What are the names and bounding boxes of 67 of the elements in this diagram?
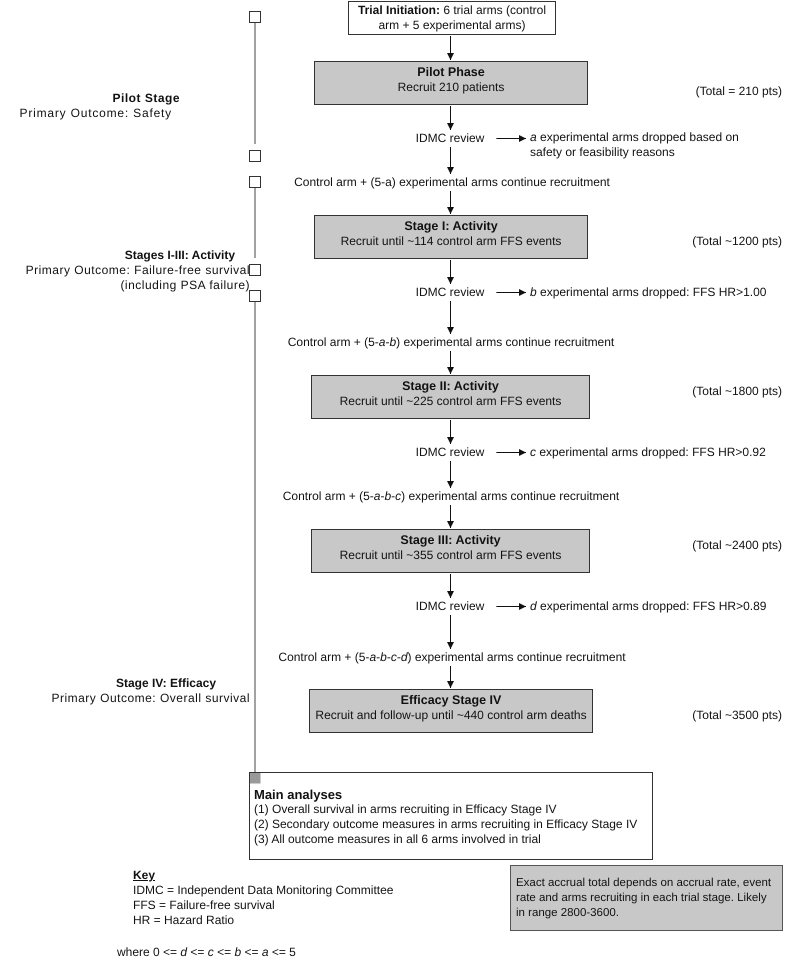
- flow-text: Control arm + (5-a) experimental arms continue recruitment: [294, 175, 610, 190]
- key-heading: Key: [133, 868, 156, 883]
- stage-heading: Stage IV: Efficacy: [116, 676, 216, 691]
- arrow: [447, 614, 454, 650]
- arrow: [447, 350, 454, 374]
- flow-text: Control arm + (5-a-b-c-d) experimental arms continue recruitment: [278, 650, 626, 665]
- analysis-item: (1) Overall survival in arms recruiting in Efficacy Stage IV: [254, 802, 558, 817]
- box-heading: Efficacy Stage IV: [400, 693, 502, 708]
- outcome-label: Primary Outcome: Safety: [20, 106, 172, 121]
- arrow: [447, 460, 454, 488]
- stage-heading: Stages I-III: Activity: [124, 248, 235, 263]
- arrow: [447, 504, 454, 528]
- outcome-text: a experimental arms dropped based on safety or feasibility reasons: [530, 130, 760, 160]
- flow-text: IDMC review: [416, 599, 484, 614]
- start-box: Trial Initiation: 6 trial arms (control arm + 5 experimental arms): [348, 1, 556, 35]
- box-heading: Pilot Phase: [416, 65, 486, 80]
- box-body: Recruit until ~355 control arm FFS events: [338, 548, 562, 563]
- total-note: (Total = 210 pts): [696, 84, 782, 99]
- arrow: [447, 574, 454, 598]
- flow-text: Control arm + (5-a-b-c) experimental arms continue recruitment: [282, 489, 620, 504]
- arrow: [447, 666, 454, 688]
- box-heading: Stage II: Activity: [401, 379, 500, 394]
- analyses-box: [249, 772, 653, 860]
- flow-text: Control arm + (5-a-b) experimental arms continue recruitment: [288, 335, 614, 350]
- stage-box: [311, 529, 590, 573]
- outcome-text: b experimental arms dropped: FFS HR>1.00: [530, 285, 790, 300]
- analysis-item: (2) Secondary outcome measures in arms recruiting in Efficacy Stage IV: [254, 817, 638, 832]
- flow-text: IDMC review: [416, 285, 484, 300]
- arrow: [496, 289, 526, 296]
- arrow: [447, 420, 454, 444]
- outcome-label: Primary Outcome: Overall survival: [51, 691, 250, 706]
- note-box: Exact accrual total depends on accrual rate, event rate and arms recruiting in each trial stage. Likely in range 2800-3600.: [510, 865, 783, 931]
- stage-box: [314, 61, 588, 105]
- stage-box: [309, 689, 593, 733]
- arrow: [447, 260, 454, 284]
- box-body: Recruit until ~114 control arm FFS events: [340, 234, 562, 249]
- stage-heading: Pilot Stage: [112, 91, 180, 106]
- arrow: [447, 300, 454, 334]
- stage-box: [311, 375, 590, 419]
- key-entry: where 0 <= d <= c <= b <= a <= 5: [117, 945, 296, 960]
- total-note: (Total ~1800 pts): [692, 384, 782, 399]
- arrow: [496, 135, 526, 142]
- total-note: (Total ~3500 pts): [692, 708, 782, 723]
- box-body: Recruit until ~225 control arm FFS events: [338, 394, 562, 409]
- arrow: [447, 190, 454, 214]
- outcome-text: d experimental arms dropped: FFS HR>0.89: [530, 599, 790, 614]
- arrow: [447, 36, 454, 60]
- arrow: [496, 449, 526, 456]
- stage-box: [314, 215, 588, 259]
- key-entry: HR = Hazard Ratio: [133, 913, 234, 928]
- box-body: Recruit 210 patients: [396, 80, 506, 95]
- key-entry: FFS = Failure-free survival: [133, 898, 275, 913]
- box-heading: Stage I: Activity: [403, 219, 499, 234]
- analysis-item: (3) All outcome measures in all 6 arms involved in trial: [254, 832, 542, 847]
- arrow: [447, 106, 454, 130]
- box-heading: Stage III: Activity: [399, 533, 502, 548]
- outcome-label: Primary Outcome: Failure-free survival (including PSA failure): [24, 263, 250, 293]
- arrow: [447, 146, 454, 174]
- box-body: Recruit and follow-up until ~440 control arm deaths: [314, 708, 588, 723]
- total-note: (Total ~1200 pts): [692, 234, 782, 249]
- total-note: (Total ~2400 pts): [692, 538, 782, 553]
- flow-text: IDMC review: [416, 131, 484, 146]
- key-entry: IDMC = Independent Data Monitoring Committee: [133, 883, 394, 898]
- flow-text: IDMC review: [416, 445, 484, 460]
- box-heading: Main analyses: [254, 787, 344, 802]
- outcome-text: c experimental arms dropped: FFS HR>0.92: [530, 445, 790, 460]
- arrow: [496, 603, 526, 610]
